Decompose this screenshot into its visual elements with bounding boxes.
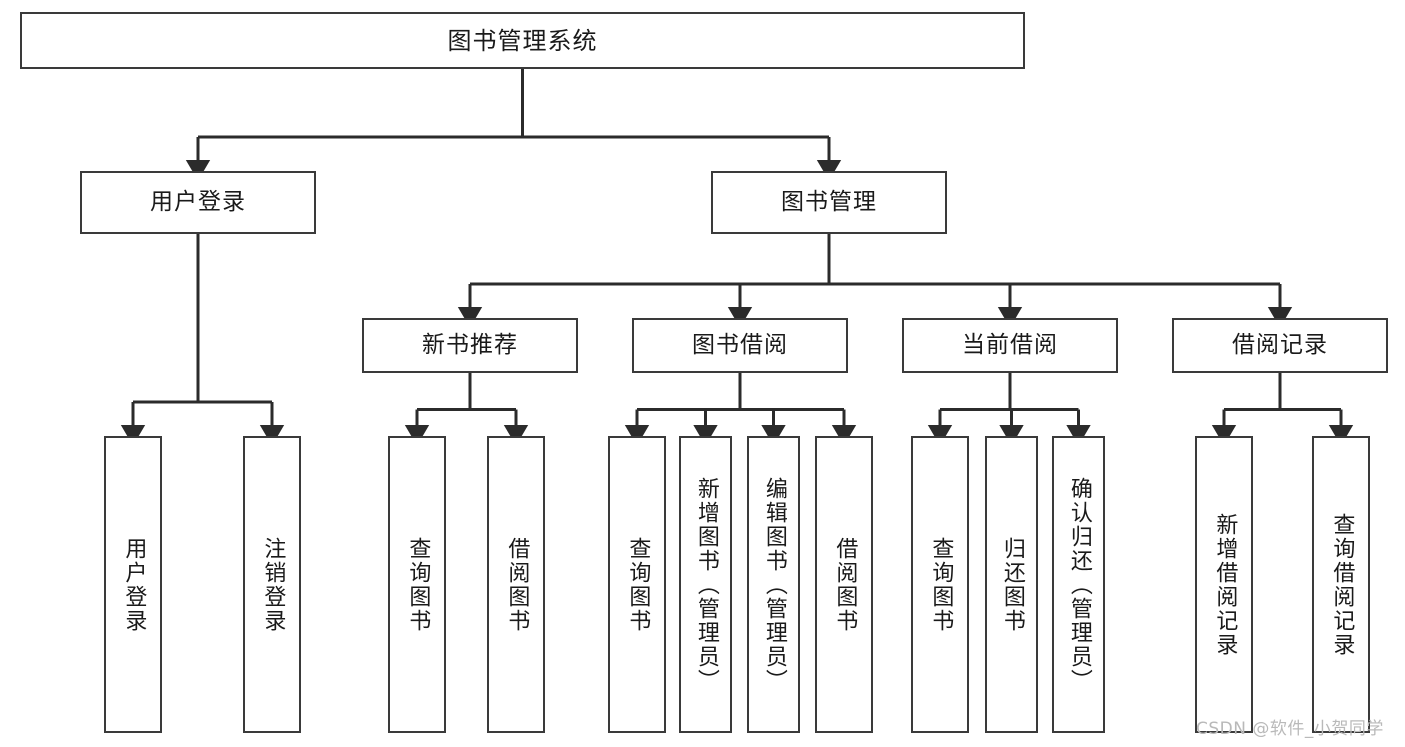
node-leaf-confirm-return[interactable]: 确认归还（管理员）: [1052, 436, 1105, 733]
node-book-manage[interactable]: 图书管理: [711, 171, 947, 234]
node-label: 图书管理: [781, 189, 877, 215]
node-label: 图书管理系统: [447, 26, 598, 55]
node-label: 用户登录: [150, 189, 246, 215]
node-leaf-borrow-book-1[interactable]: 借阅图书: [487, 436, 545, 733]
node-label: 当前借阅: [962, 332, 1058, 358]
node-book-borrow[interactable]: 图书借阅: [632, 318, 848, 373]
node-label: 借阅记录: [1232, 332, 1328, 358]
node-leaf-query-record[interactable]: 查询借阅记录: [1312, 436, 1370, 733]
node-new-book-rec[interactable]: 新书推荐: [362, 318, 578, 373]
node-leaf-return-book[interactable]: 归还图书: [985, 436, 1038, 733]
node-leaf-query-book-2[interactable]: 查询图书: [608, 436, 666, 733]
node-leaf-borrow-book-2[interactable]: 借阅图书: [815, 436, 873, 733]
node-user-login[interactable]: 用户登录: [80, 171, 316, 234]
node-label: 新增图书（管理员）: [693, 476, 719, 693]
node-label: 借阅图书: [832, 536, 858, 633]
node-leaf-query-book-3[interactable]: 查询图书: [911, 436, 969, 733]
node-leaf-add-record[interactable]: 新增借阅记录: [1195, 436, 1253, 733]
node-leaf-user-login[interactable]: 用户登录: [104, 436, 162, 733]
node-label: 归还图书: [999, 536, 1025, 633]
node-label: 确认归还（管理员）: [1066, 476, 1092, 693]
node-borrow-record[interactable]: 借阅记录: [1172, 318, 1388, 373]
node-label: 用户登录: [121, 536, 147, 633]
node-label: 编辑图书（管理员）: [761, 476, 787, 693]
node-label: 查询图书: [405, 536, 431, 633]
node-label: 查询图书: [928, 536, 954, 633]
node-leaf-edit-book[interactable]: 编辑图书（管理员）: [747, 436, 800, 733]
node-leaf-query-book-1[interactable]: 查询图书: [388, 436, 446, 733]
node-leaf-add-book[interactable]: 新增图书（管理员）: [679, 436, 732, 733]
node-label: 查询借阅记录: [1329, 512, 1355, 657]
node-root[interactable]: 图书管理系统: [20, 12, 1025, 69]
node-label: 新书推荐: [422, 332, 518, 358]
node-leaf-user-logout[interactable]: 注销登录: [243, 436, 301, 733]
csdn-watermark: CSDN @软件_小贺同学: [1196, 719, 1384, 739]
node-label: 新增借阅记录: [1212, 512, 1238, 657]
node-label: 图书借阅: [692, 332, 788, 358]
node-label: 注销登录: [260, 536, 286, 633]
node-current-borrow[interactable]: 当前借阅: [902, 318, 1118, 373]
node-label: 查询图书: [625, 536, 651, 633]
node-label: 借阅图书: [504, 536, 530, 633]
